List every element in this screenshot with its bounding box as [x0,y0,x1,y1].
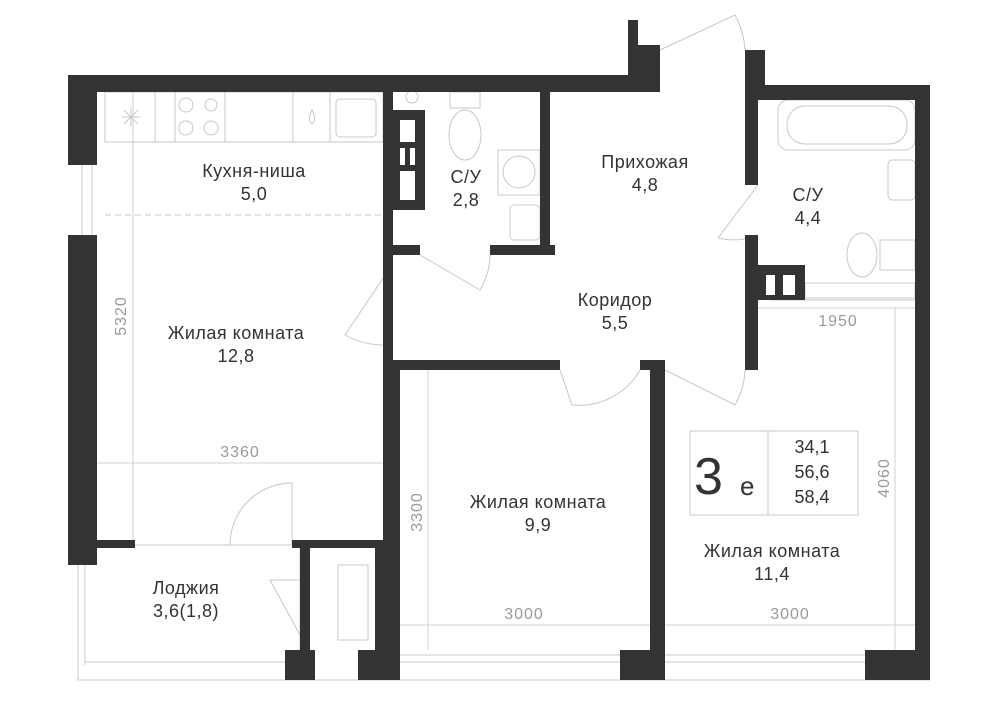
dim-bath2-width: 1950 [818,313,858,330]
walls [68,20,930,680]
water-drop-icon [309,108,315,125]
living1-name: Жилая комната [168,323,305,343]
stove-burner-icon [178,97,194,113]
sink-icon [335,98,377,138]
thin-lines [77,165,930,681]
hall-area: 4,8 [632,175,659,195]
dim-left-height: 5320 [113,296,130,336]
dim-living1-width: 3360 [220,444,260,461]
living-area: 34,1 [794,437,829,457]
washer-icon [502,155,536,189]
dim-living3-height: 4060 [876,458,893,498]
bath1-area: 2,8 [453,190,480,210]
living1-area: 12,8 [217,346,254,366]
living3-name: Жилая комната [704,541,841,561]
kitchen-area: 5,0 [241,184,268,204]
dim-living2-width: 3000 [504,606,544,623]
bath1-name: С/У [451,167,482,187]
apartment-type-letter: е [740,471,754,501]
living2-area: 9,9 [525,515,552,535]
doors [229,14,759,641]
corridor-area: 5,5 [602,313,629,333]
loggia-name: Лоджия [153,578,220,598]
total-area-with-loggia: 58,4 [794,487,829,507]
corridor-name: Коридор [578,290,653,310]
washbasin-icon [509,204,541,241]
washbasin-icon [887,159,916,201]
dimension-lines [97,92,915,650]
bath2-name: С/У [793,185,824,205]
bath2-area: 4,4 [795,208,822,228]
apartment-info-box: 3 е 34,1 56,6 58,4 [689,430,859,516]
snowflake-icon [122,108,140,126]
dim-living3-width: 3000 [770,606,810,623]
loggia-area: 3,6(1,8) [153,601,219,621]
entrance-door [659,14,746,51]
dim-living2-height: 3300 [409,492,426,532]
hall-name: Прихожая [601,152,688,172]
total-area: 56,6 [794,462,829,482]
living2-name: Жилая комната [470,492,607,512]
toilet-icon [448,109,482,161]
apartment-type-number: 3 [694,448,723,506]
bathroom-fixtures [405,90,916,299]
kitchen-name: Кухня-ниша [202,161,306,181]
living3-area: 11,4 [754,564,790,584]
toilet-icon [846,232,878,278]
